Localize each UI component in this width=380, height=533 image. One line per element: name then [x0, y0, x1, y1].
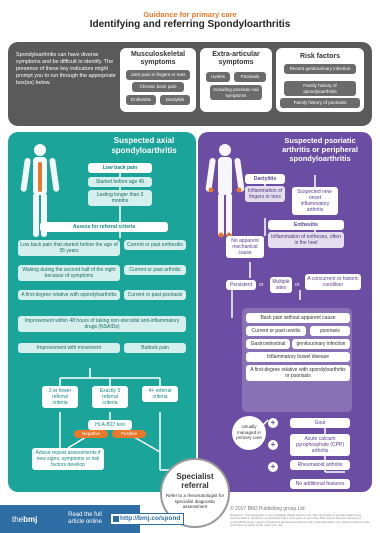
spine-highlight-icon	[38, 162, 42, 192]
article-link[interactable]: http://bmj.co/spond	[120, 515, 181, 522]
lasting-3-months-box: Lasting longer than 3 months	[88, 190, 152, 206]
msk-item: Enthesitis	[126, 95, 156, 105]
condition-item: Back pain without apparent cause	[246, 313, 350, 323]
specialist-referral-text: Refer to a rheumatologist for specialist…	[165, 493, 225, 510]
intro-text: Spondyloarthritis can have diverse sympt…	[16, 52, 116, 86]
plus-icon: +	[268, 440, 278, 450]
risk-item: Family history of spondyloarthritis	[284, 81, 356, 96]
concurrent-condition-box: A concurrent or historic condition	[305, 274, 361, 290]
positive-badge: Positive	[112, 430, 146, 438]
advise-repeat-box: Advise repeat assessments if new signs, …	[32, 448, 104, 470]
four-plus-box: 4+ referral criteria	[142, 386, 178, 402]
rheumatoid-box: Rheumatoid arthritis	[290, 460, 350, 470]
condition-item: genitourinary infection	[292, 339, 350, 349]
msk-item: Joint pain in fingers or toes	[126, 70, 190, 80]
condition-item: Current or past uveitis	[246, 326, 306, 336]
page-title: Identifying and referring Spondyloarthri…	[89, 19, 291, 30]
msk-item: Chronic back pain	[132, 82, 184, 92]
header-subtitle: Guidance for primary care	[143, 10, 237, 19]
specialist-referral-title: Specialist referral	[176, 472, 214, 490]
condition-item: A first-degree relative with spondyloart…	[246, 365, 350, 381]
exactly-three-box: Exactly 3 referral criteria	[92, 386, 128, 408]
axial-title: Suspected axial spondyloarthritis	[111, 136, 177, 155]
computer-icon	[113, 516, 119, 522]
cppd-box: Acute calcium pyrophosphate (CPP) arthri…	[290, 434, 350, 456]
or-label: or	[259, 282, 264, 288]
criteria-item: Current or past arthritis	[124, 265, 186, 275]
no-additional-box: No additional features	[290, 479, 350, 489]
negative-badge: Negative	[74, 430, 108, 438]
plus-icon: +	[268, 418, 278, 428]
persistent-box: Persistent	[226, 280, 256, 290]
risk-item: Family history of psoriasis	[280, 98, 360, 108]
criteria-item: Low back pain that started before the ag…	[18, 240, 120, 256]
multiple-sites-box: Multiple sites	[270, 277, 292, 293]
msk-item: Dactylitis	[160, 95, 190, 105]
criteria-item: Improvement with movement	[18, 343, 120, 353]
enthesitis-box: Enthesitis	[268, 220, 344, 230]
extra-item: Psoriasis	[234, 72, 266, 82]
started-before-45-box: Started before age 45	[88, 177, 152, 187]
hla-b27-box: HLA-B27 test	[88, 420, 132, 430]
two-or-fewer-box: 2 or fewer referral criteria	[42, 386, 78, 408]
condition-item: Inflammatory bowel disease	[246, 352, 350, 362]
criteria-item: Waking during the second half of the nig…	[18, 265, 120, 281]
gout-box: Gout	[290, 418, 350, 428]
usually-managed-text: Usually managed in primary care	[236, 424, 262, 441]
inflam-fingers-box: Inflammation of fingers or toes	[245, 186, 285, 202]
inflam-entheses-box: Inflammation of entheses, often in the h…	[268, 232, 344, 248]
copyright-text: © 2017 BMJ Publishing group Ltd.	[230, 506, 306, 512]
human-figure-icon	[205, 144, 245, 237]
condition-item: psoriasis	[310, 326, 350, 336]
low-back-pain-box: Low back pain	[88, 163, 152, 173]
read-full-article-text: Read the full article online	[68, 512, 102, 525]
extra-articular-title: Extra-articular symptoms	[212, 51, 260, 66]
bmj-logo: thebmj	[12, 515, 38, 524]
criteria-item: Buttock pain	[124, 343, 186, 353]
extra-item: Uveitis	[206, 72, 230, 82]
plus-icon: +	[268, 462, 278, 472]
no-mechanical-cause-box: No apparent mechanical cause	[226, 236, 264, 258]
human-figure-icon	[20, 144, 60, 237]
criteria-item: Current or past enthesitis	[124, 240, 186, 250]
suspected-new-onset-box: Suspected new-onset inflammatory arthrit…	[292, 187, 338, 215]
msk-title: Musculoskeletal symptoms	[130, 51, 186, 66]
psa-title: Suspected psoriatic arthritis or periphe…	[282, 136, 358, 163]
assess-referral-box: Assess for referral criteria	[40, 222, 168, 232]
article-link-box[interactable]	[110, 513, 184, 525]
or-label: or	[295, 282, 300, 288]
risk-factors-title: Risk factors	[299, 53, 341, 60]
criteria-item: Current or past psoriasis	[124, 290, 186, 300]
condition-item: Gastrointestinal	[246, 339, 290, 349]
criteria-item: A first-degree relative with spondyloart…	[18, 290, 120, 300]
extra-item: Including psoriatic nail symptoms	[210, 85, 262, 100]
risk-item: Recent genitourinary infection	[284, 64, 356, 74]
disclaimer-text: Disclaimer: This infographic is not a va…	[230, 513, 370, 528]
dactylitis-box: Dactylitis	[245, 174, 285, 184]
usually-managed-circle	[232, 416, 266, 450]
criteria-item: Improvement within 48 hours of taking no…	[18, 316, 186, 332]
